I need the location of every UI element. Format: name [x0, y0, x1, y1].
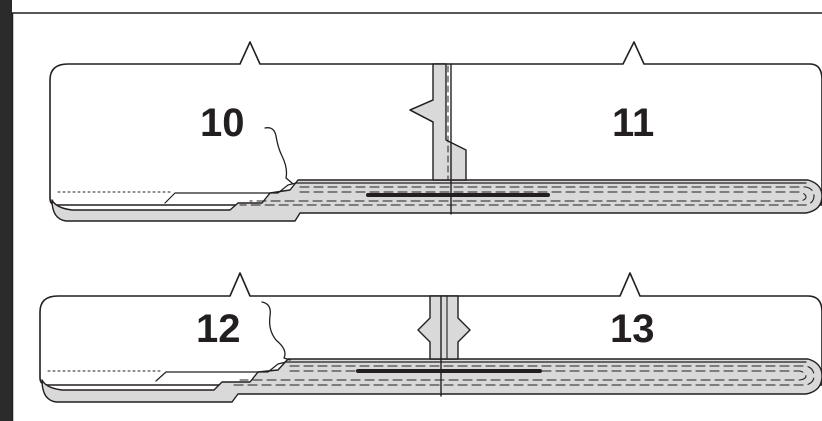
fold-line-top	[164, 182, 807, 204]
label-11: 11	[612, 101, 654, 145]
seam-arrow-bottom	[417, 295, 471, 360]
bottom-assembly	[39, 272, 822, 403]
label-12: 12	[196, 307, 241, 351]
left-edge-bar	[0, 0, 12, 421]
label-13: 13	[610, 307, 655, 351]
seam-zigzag-top	[409, 99, 434, 123]
top-assembly	[49, 41, 822, 222]
fold-line-bottom	[155, 361, 807, 382]
dashed-stitch-top-lower	[249, 191, 807, 202]
dashed-stitch-bottom-upper	[229, 365, 815, 386]
leader-line-10	[264, 127, 293, 184]
dashed-stitch-bottom-lower	[239, 370, 807, 381]
label-10: 10	[200, 101, 245, 145]
leader-line-12	[261, 301, 291, 361]
dashed-stitch-top-upper	[239, 186, 815, 206]
